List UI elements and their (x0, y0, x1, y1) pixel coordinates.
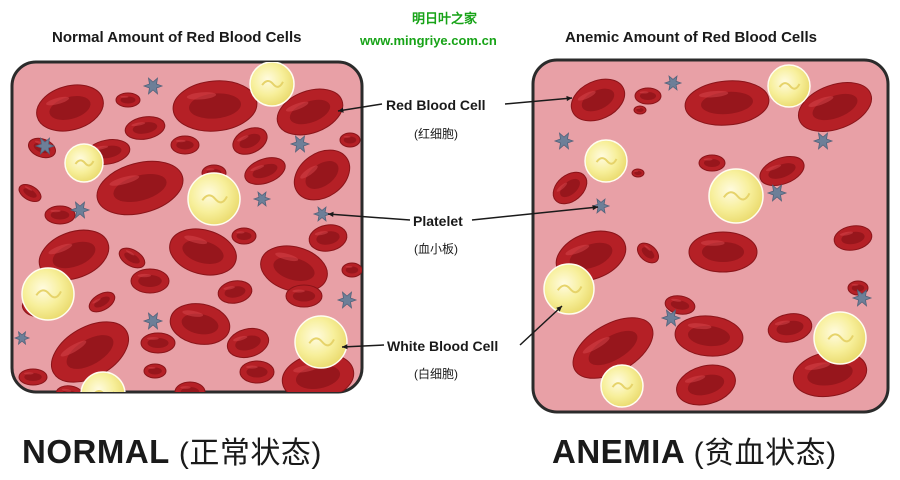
red-blood-cell (847, 280, 869, 296)
red-blood-cell (170, 135, 200, 155)
red-blood-cell (798, 82, 872, 132)
platelet (812, 132, 834, 150)
anemia-caption: ANEMIA (贫血状态) (552, 428, 837, 472)
red-blood-cell (226, 327, 270, 359)
watermark-url: www.mingriye.com.cn (360, 33, 497, 48)
white-blood-cell (708, 168, 764, 224)
red-blood-cell (276, 88, 344, 136)
red-blood-cell (308, 224, 348, 252)
anemia-caption-en: ANEMIA (552, 433, 684, 470)
red-blood-cell (293, 149, 351, 201)
red-blood-cell (140, 332, 176, 354)
red-blood-cell (290, 396, 310, 408)
platelet (312, 206, 332, 222)
red-blood-cell (698, 154, 726, 172)
white-blood-cell (21, 267, 75, 321)
white-blood-cell (64, 143, 104, 183)
red-blood-cell (676, 364, 736, 406)
platelet (13, 330, 31, 346)
white-blood-cell (600, 364, 644, 408)
red-blood-cell (341, 262, 362, 278)
platelet (252, 191, 272, 207)
white-blood-cell (813, 311, 867, 365)
red-blood-cell (759, 155, 805, 187)
normal-caption-zh: (正常状态) (178, 437, 322, 470)
normal-caption-en: NORMAL (22, 433, 170, 470)
red-blood-cell (115, 92, 141, 108)
red-blood-cell (124, 116, 166, 140)
red-blood-cell (88, 291, 116, 313)
red-blood-cell (38, 229, 110, 281)
red-blood-cell (833, 225, 873, 251)
normal-caption: NORMAL (正常状态) (22, 428, 322, 472)
red-blood-cell (232, 127, 268, 155)
red-blood-cell (169, 303, 231, 345)
red-blood-cell (339, 132, 361, 148)
red-blood-cell (570, 78, 626, 122)
watermark-name: 明日叶之家 (412, 11, 478, 26)
label-leader-lines (327, 95, 599, 350)
red-blood-cell (231, 227, 257, 245)
white-blood-cell (543, 263, 595, 315)
red-blood-cell (664, 295, 696, 315)
red-blood-cell (552, 171, 588, 205)
platelet (69, 201, 91, 219)
white-blood-cell (584, 139, 628, 183)
wbc-label: White Blood Cell (387, 338, 499, 354)
white-blood-cell (294, 315, 348, 369)
platelet (766, 184, 788, 202)
normal-panel-title: Normal Amount of Red Blood Cells (52, 29, 302, 46)
red-blood-cell (633, 105, 647, 115)
red-blood-cell (217, 280, 253, 304)
anemic-panel-title: Anemic Amount of Red Blood Cells (565, 29, 817, 46)
wbc-label-zh: (白细胞) (414, 367, 458, 381)
red-blood-cell (118, 247, 146, 269)
platelet (663, 75, 683, 91)
platelet (34, 137, 56, 155)
platelet (851, 289, 873, 307)
red-blood-cell (281, 353, 355, 392)
platelet (660, 309, 682, 327)
platelet (142, 312, 164, 330)
platelet (336, 291, 358, 309)
red-blood-cell (55, 385, 85, 392)
red-blood-cell (172, 80, 258, 132)
red-blood-cell (239, 360, 275, 384)
red-blood-cell (572, 317, 654, 379)
red-blood-cell (634, 87, 662, 105)
red-blood-cell (18, 368, 48, 386)
red-blood-cell (285, 284, 323, 308)
platelet (553, 132, 575, 150)
rbc-label: Red Blood Cell (386, 97, 486, 113)
white-blood-cell (80, 371, 126, 392)
white-blood-cell (767, 64, 811, 108)
red-blood-cell (174, 381, 206, 392)
platelet (142, 77, 164, 95)
platelet (289, 135, 311, 153)
red-blood-cell (44, 205, 76, 225)
red-blood-cell (36, 84, 104, 132)
white-blood-cell (187, 172, 241, 226)
red-blood-cell (143, 363, 167, 379)
red-blood-cell (169, 228, 237, 276)
red-blood-cell (244, 157, 286, 185)
rbc-label-zh: (红细胞) (414, 127, 458, 141)
red-blood-cell (767, 313, 813, 343)
normal-cells (13, 62, 362, 408)
anemia-caption-zh: (贫血状态) (693, 437, 837, 470)
red-blood-cell (631, 168, 645, 178)
red-blood-cell (636, 242, 660, 264)
red-blood-cell (674, 315, 744, 357)
red-blood-cell (96, 160, 184, 216)
red-blood-cell (688, 231, 758, 273)
red-blood-cell (18, 183, 42, 203)
white-blood-cell (249, 62, 295, 107)
platelet-label-zh: (血小板) (414, 242, 458, 256)
red-blood-cell (684, 80, 770, 126)
red-blood-cell (130, 268, 170, 294)
platelet-label: Platelet (413, 213, 463, 229)
anemic-cells (543, 64, 873, 408)
